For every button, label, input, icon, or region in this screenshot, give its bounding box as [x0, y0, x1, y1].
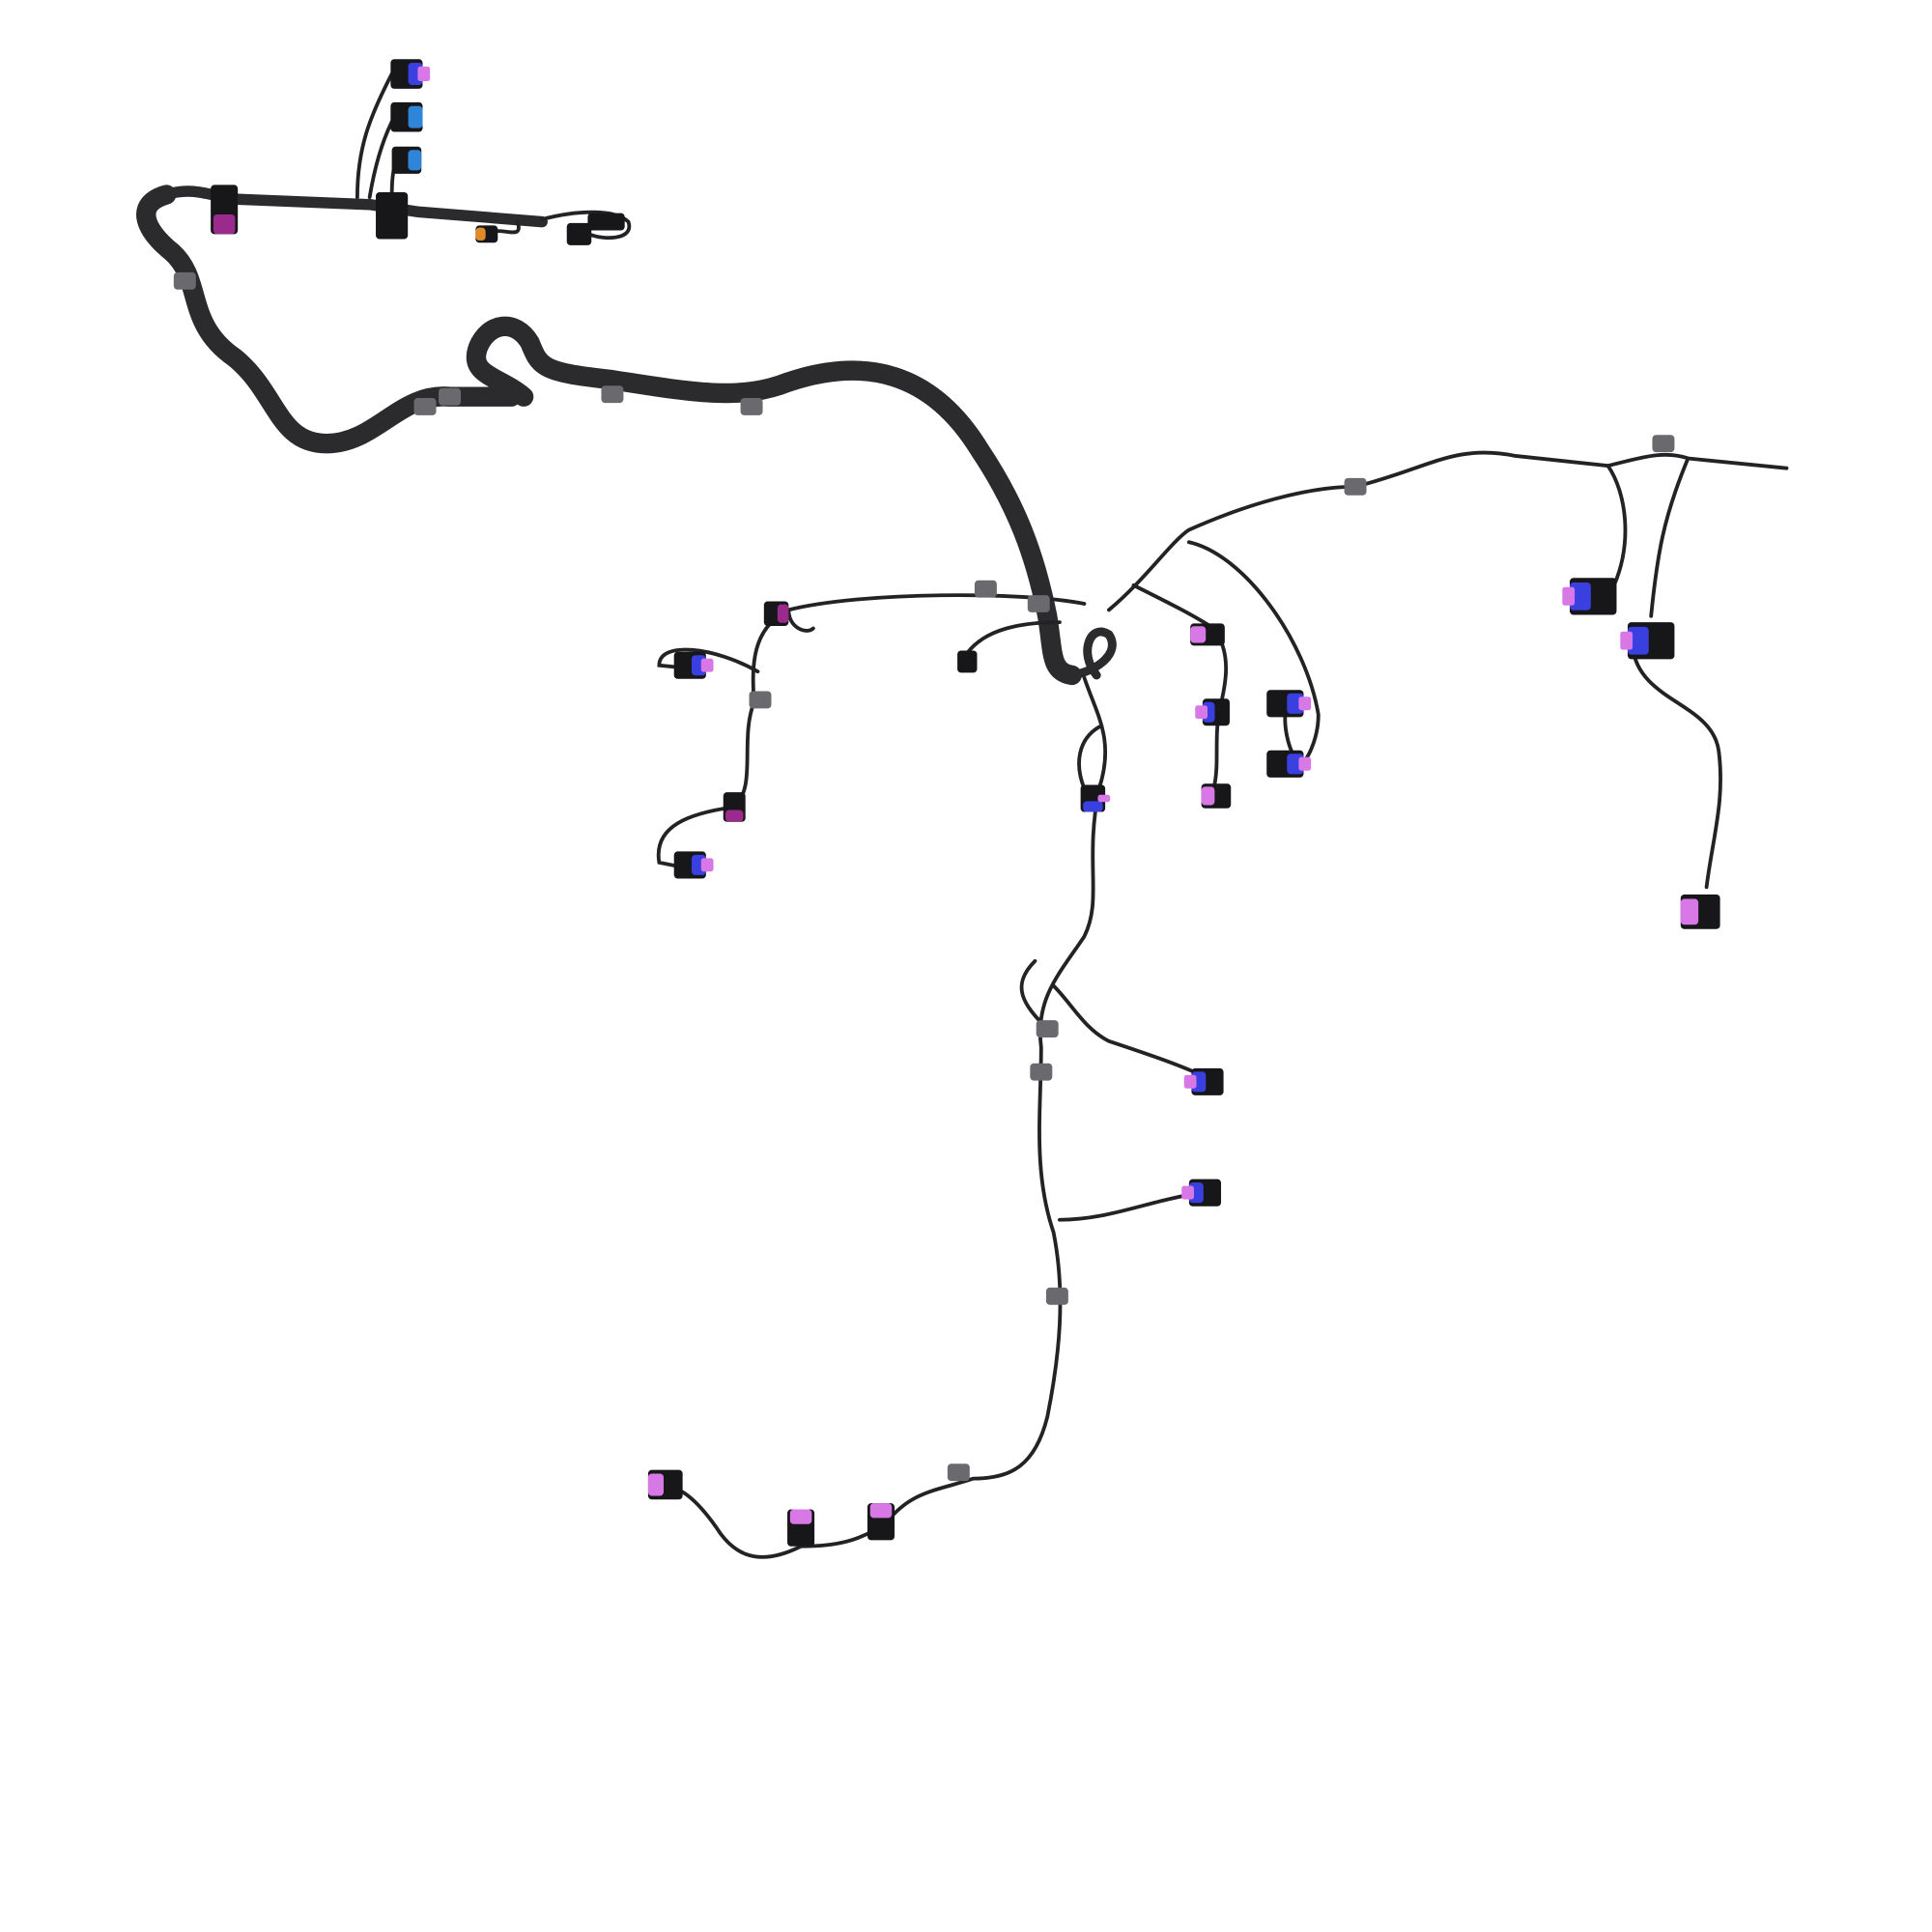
clip-icon [1344, 477, 1367, 496]
harness-trunk [466, 316, 1082, 686]
connector [1195, 698, 1230, 726]
harness-wire [1186, 540, 1321, 766]
clip-icon [974, 580, 997, 598]
connector [1080, 784, 1111, 812]
clip-icon [740, 397, 763, 415]
connector-tip [1097, 794, 1111, 803]
clip-icon [413, 397, 437, 415]
connector [1181, 1179, 1222, 1207]
connector-face [1083, 801, 1103, 812]
clip-icon [749, 691, 772, 709]
connector-tip [1298, 756, 1312, 771]
connector [390, 101, 423, 132]
connector-face [647, 1473, 664, 1496]
harness-trunk [1067, 627, 1117, 680]
harness-clips [173, 271, 1675, 1482]
harness-wire [786, 608, 815, 633]
clip-icon [1027, 595, 1050, 612]
clip-icon [1030, 1063, 1053, 1081]
harness-wire [355, 71, 394, 199]
connector-tip [1195, 705, 1208, 720]
connector [763, 601, 789, 626]
connector-tip [417, 66, 431, 82]
harness-wire [656, 593, 1087, 871]
harness-wire [657, 647, 760, 674]
connector [566, 222, 592, 245]
connector-tip [1620, 631, 1634, 650]
connector-face [1201, 786, 1215, 806]
connector-face [777, 604, 789, 623]
clip-icon [439, 387, 462, 406]
harness-wire [1107, 450, 1789, 612]
connector [376, 191, 409, 240]
connector-face [789, 1509, 812, 1524]
connector-tip [1181, 1185, 1194, 1200]
connector-face [408, 150, 422, 171]
connector [1266, 750, 1312, 778]
harness-wire [1631, 644, 1722, 890]
harness-wire [1019, 958, 1050, 1031]
connector [390, 59, 431, 89]
harness-wire [1605, 464, 1628, 587]
connector [1266, 690, 1312, 718]
connector-face [475, 227, 486, 242]
connector-tip [700, 658, 714, 672]
connector [391, 146, 422, 174]
connector [673, 851, 714, 879]
connector-face [1680, 898, 1699, 925]
clip-icon [601, 385, 624, 404]
connector [1562, 578, 1617, 615]
connector-face [869, 1503, 893, 1519]
clip-icon [1036, 1020, 1059, 1037]
harness-wire [965, 620, 1062, 655]
harness-wire [1058, 1190, 1204, 1222]
connector [1201, 783, 1232, 809]
clip-icon [947, 1463, 970, 1482]
connector-tip [1562, 586, 1576, 606]
harness-wire [1649, 456, 1690, 618]
connector [957, 650, 978, 673]
connector [647, 1469, 683, 1500]
connector [587, 213, 625, 231]
connector-face [1190, 626, 1207, 643]
connector [867, 1503, 895, 1541]
connector [1620, 622, 1675, 660]
harness-wire [1077, 724, 1101, 791]
connector [723, 792, 746, 822]
connector [673, 651, 714, 679]
connector-face [1570, 582, 1591, 611]
connector-tip [700, 858, 714, 872]
connector-tip [1298, 696, 1312, 711]
harness-connectors [211, 59, 1720, 1547]
harness-wire [657, 675, 1108, 1559]
connector [787, 1509, 815, 1547]
harness-wires [355, 71, 1789, 1559]
harness-trunks [136, 185, 1117, 686]
connector-face [1627, 626, 1649, 655]
connector [211, 185, 239, 235]
clip-icon [173, 271, 196, 290]
harness-wire [540, 210, 632, 241]
harness-wire [1131, 582, 1229, 711]
clip-icon [1652, 435, 1675, 453]
connector [1183, 1067, 1224, 1095]
connector [1680, 895, 1720, 929]
connector-face [408, 105, 423, 128]
connector-face [213, 213, 236, 235]
connector-tip [1183, 1074, 1197, 1089]
harness-wire [1051, 983, 1209, 1080]
connector-face [725, 810, 744, 822]
harness-trunk [136, 185, 522, 454]
clip-icon [1045, 1287, 1068, 1305]
connector [1190, 623, 1225, 646]
connector [475, 225, 498, 243]
